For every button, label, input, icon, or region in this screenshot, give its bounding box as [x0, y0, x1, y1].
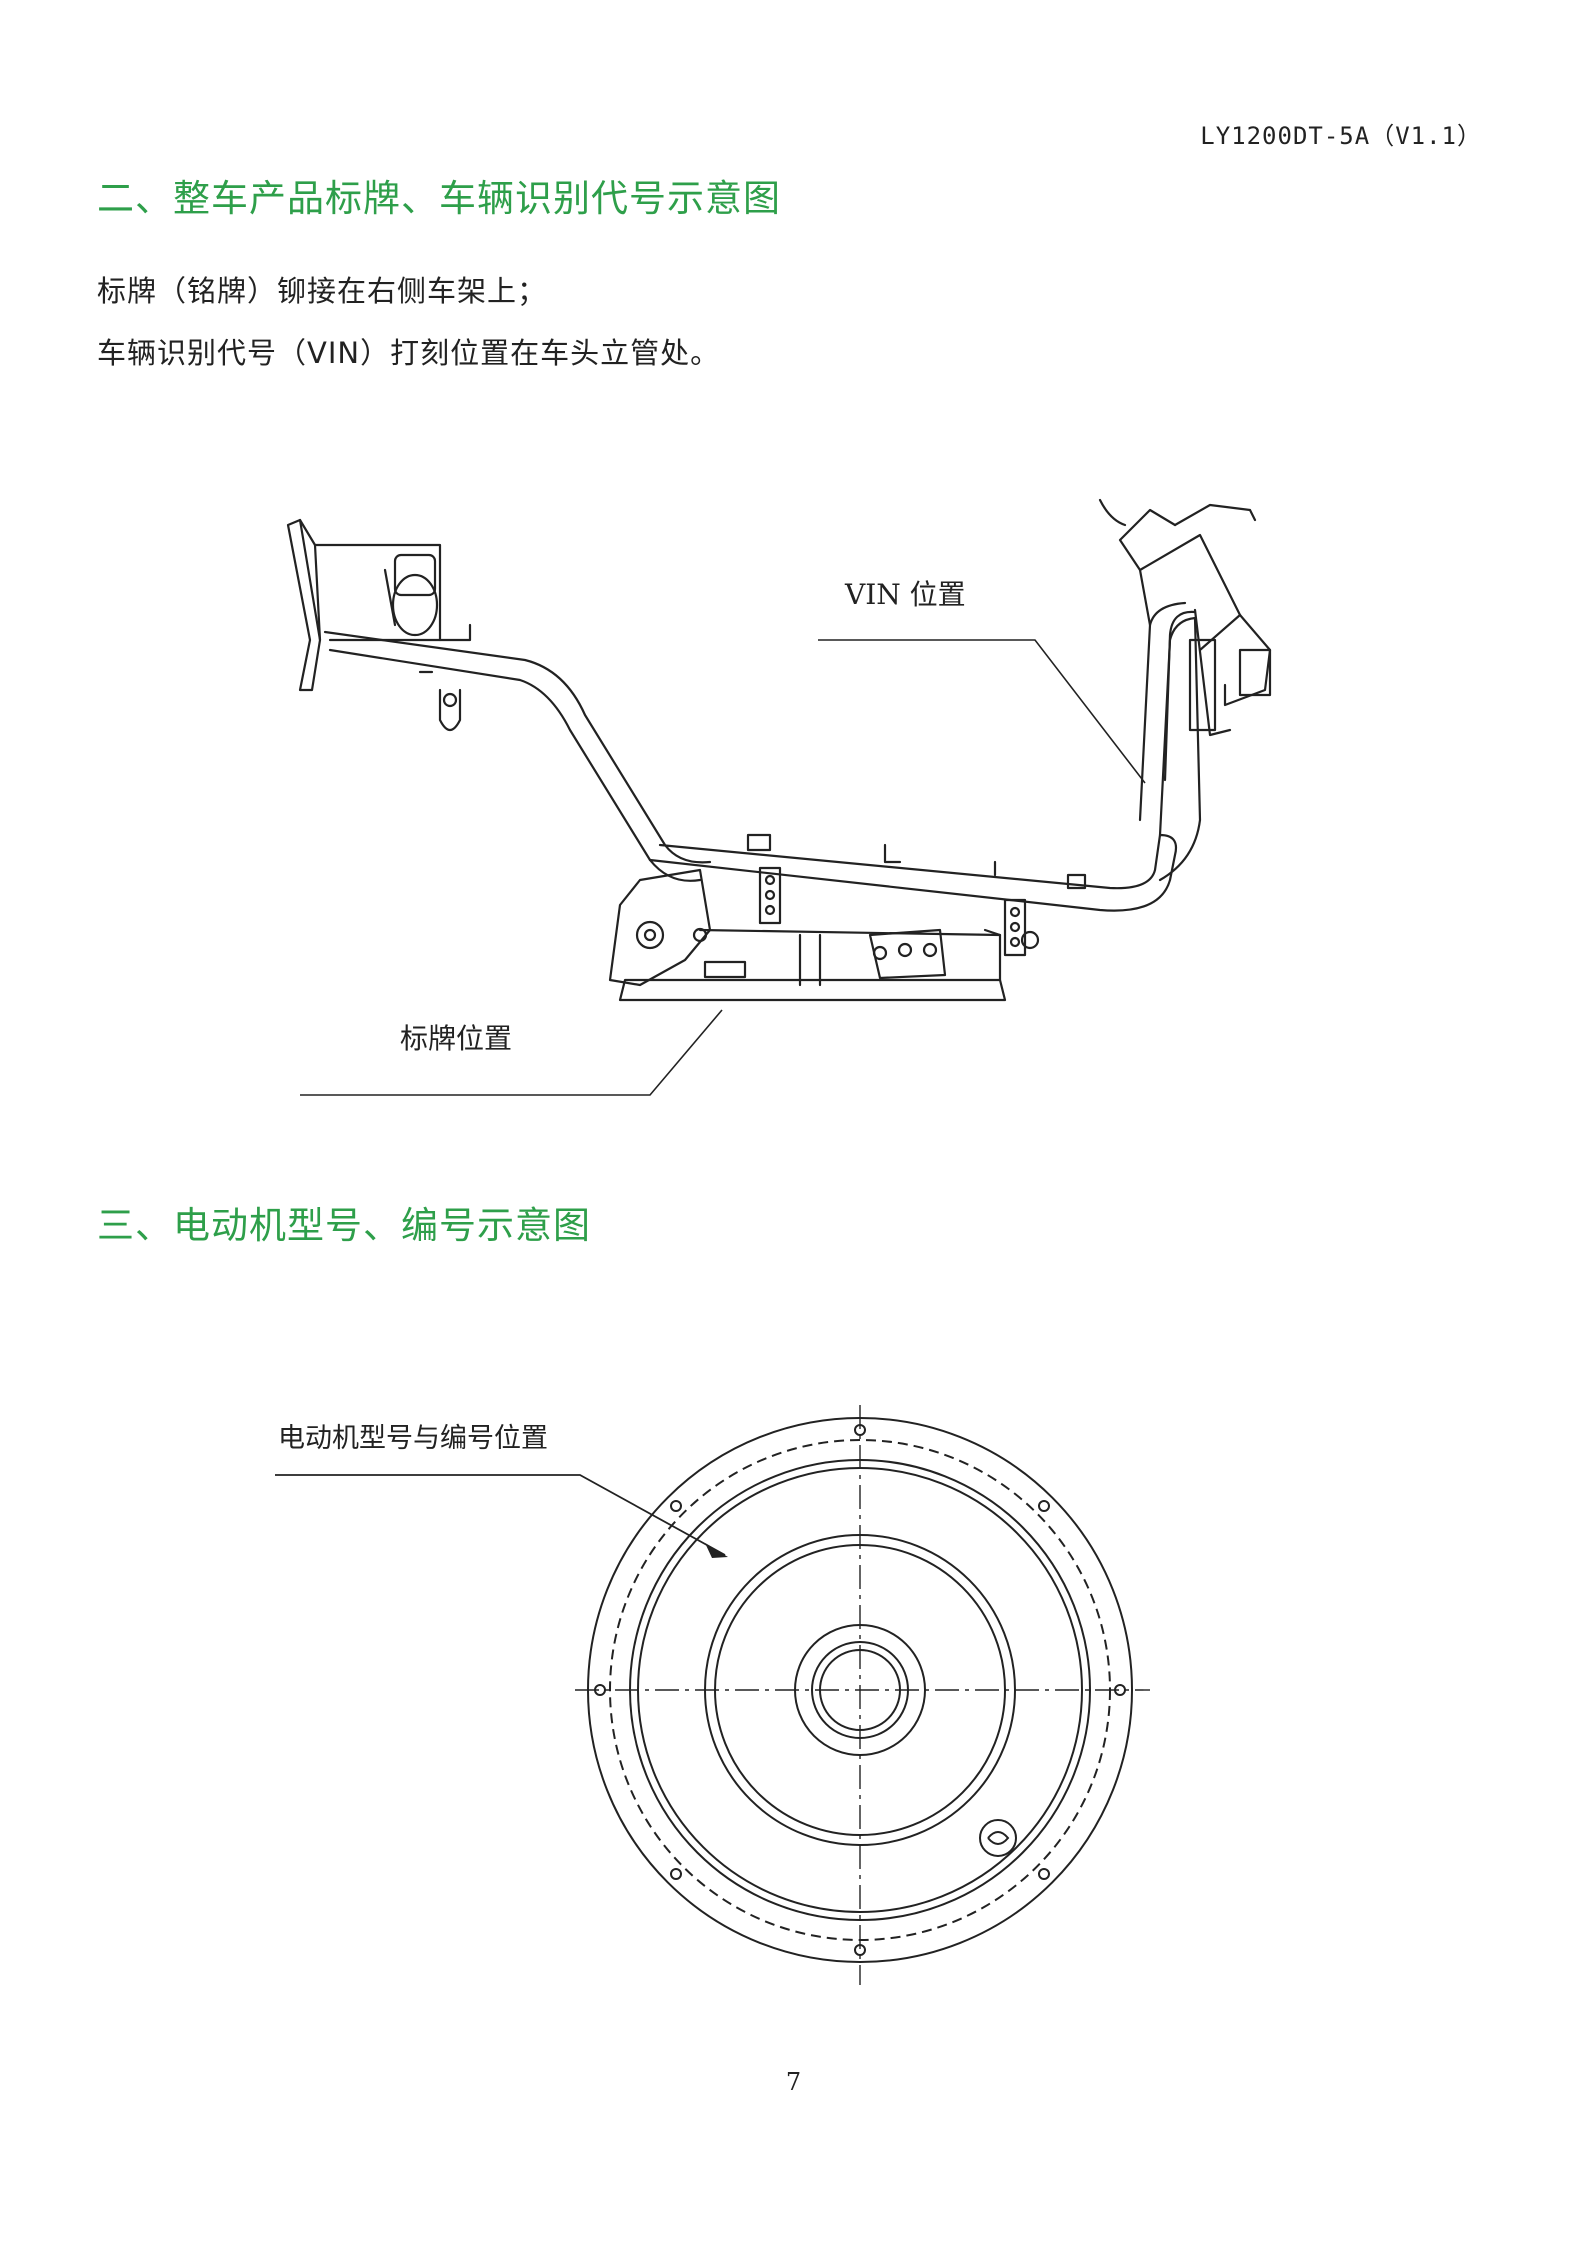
nameplate-position-label: 标牌位置	[400, 1022, 513, 1055]
document-code: LY1200DT-5A（V1.1）	[1200, 122, 1482, 150]
vin-note: 车辆识别代号（VIN）打刻位置在车头立管处。	[97, 336, 721, 370]
vin-position-label: VIN 位置	[845, 578, 966, 611]
motor-label-position-label: 电动机型号与编号位置	[278, 1423, 548, 1454]
section-3-title: 三、电动机型号、编号示意图	[97, 1204, 591, 1247]
nameplate-note: 标牌（铭牌）铆接在右侧车架上；	[97, 274, 548, 308]
page-number: 7	[785, 2068, 802, 2096]
frame-diagram	[286, 498, 1272, 1096]
section-2-title: 二、整车产品标牌、车辆识别代号示意图	[97, 177, 781, 220]
